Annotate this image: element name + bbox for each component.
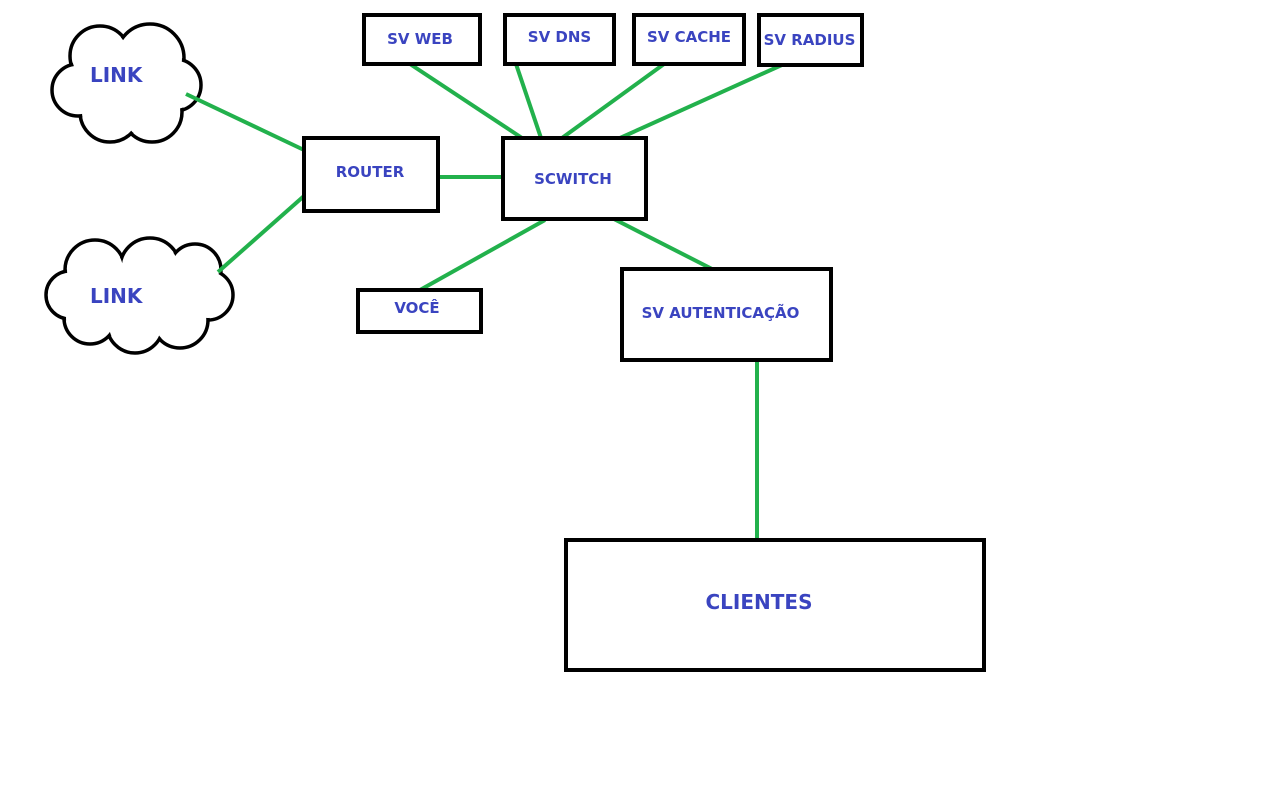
clientes-label: CLIENTES: [705, 590, 813, 614]
connection-switch-svautenticacao: [611, 216, 715, 272]
connection-svdns-switch: [514, 63, 543, 139]
link-1-label: LINK: [90, 63, 143, 87]
link-2-label: LINK: [90, 284, 143, 308]
clientes-node: CLIENTES: [564, 538, 986, 672]
voce-label: VOCÊ: [394, 298, 440, 317]
connection-switch-voce: [419, 218, 546, 292]
sv-dns-label: SV DNS: [527, 28, 592, 46]
router-label: ROUTER: [335, 163, 405, 181]
connection-svcache-switch: [560, 62, 666, 140]
sv-web-label: SV WEB: [387, 30, 453, 48]
connection-link1-router: [185, 92, 305, 152]
voce-node: VOCÊ: [356, 288, 483, 334]
connection-svradius-switch: [619, 62, 785, 140]
sv-autenticacao-label: SV AUTENTICAÇÃO: [641, 304, 800, 322]
connection-link2-router: [216, 194, 306, 274]
connection-svweb-switch: [408, 62, 524, 140]
sv-autenticacao-node: SV AUTENTICAÇÃO: [620, 267, 833, 362]
sv-web-node: SV WEB: [362, 13, 482, 66]
sv-dns-node: SV DNS: [503, 13, 616, 66]
sv-cache-label: SV CACHE: [646, 28, 732, 46]
router-node: ROUTER: [302, 136, 440, 213]
switch-node: SCWITCH: [501, 136, 648, 221]
sv-cache-node: SV CACHE: [632, 13, 746, 66]
sv-radius-label: SV RADIUS: [763, 30, 856, 49]
cloud-link-1: [50, 22, 203, 144]
switch-label: SCWITCH: [534, 170, 612, 188]
connection-lines: [185, 62, 785, 542]
sv-radius-node: SV RADIUS: [757, 13, 864, 67]
